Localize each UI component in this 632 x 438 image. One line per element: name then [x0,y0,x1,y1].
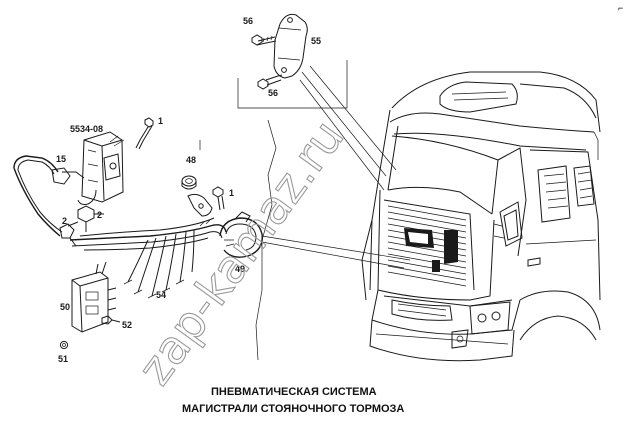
connector-block-50 [71,261,117,333]
callout-5534-08: 5534-08 [70,124,103,134]
callout-56-lower: 56 [268,88,278,98]
hose-bundle-54 [69,217,227,299]
callout-54: 54 [156,290,166,300]
bolt-1-middle [212,186,225,211]
callout-50: 50 [60,302,70,312]
leader-lines-plate-to-cab [299,65,397,191]
diagram-title-line-2: МАГИСТРАЛИ СТОЯНОЧНОГО ТОРМОЗА [182,403,404,415]
corner-mark: ⌐ [618,3,623,13]
diagram-title-line-1: ПНЕВМАТИЧЕСКАЯ СИСТЕМА [211,386,377,398]
hose-15 [13,155,85,237]
bolt-56-lower [257,74,283,90]
callout-15: 15 [56,154,66,164]
callout-55: 55 [311,36,321,46]
grommet-48 [181,175,213,217]
callout-1-top: 1 [158,116,163,126]
truck-cab-illustration [361,71,601,362]
callout-52: 52 [122,320,132,330]
bolt-1-top [135,117,154,150]
callout-51: 51 [58,354,68,364]
cover-plate-55 [273,13,308,79]
callout-2-left: 2 [62,216,67,226]
clamp-49 [219,211,263,258]
screw-52 [101,315,121,325]
fitting-2-upper [77,205,104,232]
leader-lines-clamp-to-cab [261,235,411,269]
callout-56-top: 56 [243,16,253,26]
callout-labels: 56 55 56 5534-08 1 15 48 1 2 2 49 54 50 … [56,16,321,364]
section-divider-lines [199,60,348,361]
callout-49: 49 [235,264,245,274]
bolt-56-top [251,34,277,46]
callout-48: 48 [186,155,196,165]
callout-2-right: 2 [97,210,102,220]
callout-1-middle: 1 [229,188,234,198]
nut-51 [59,340,69,350]
valve-bracket-5534-08 [77,131,125,205]
